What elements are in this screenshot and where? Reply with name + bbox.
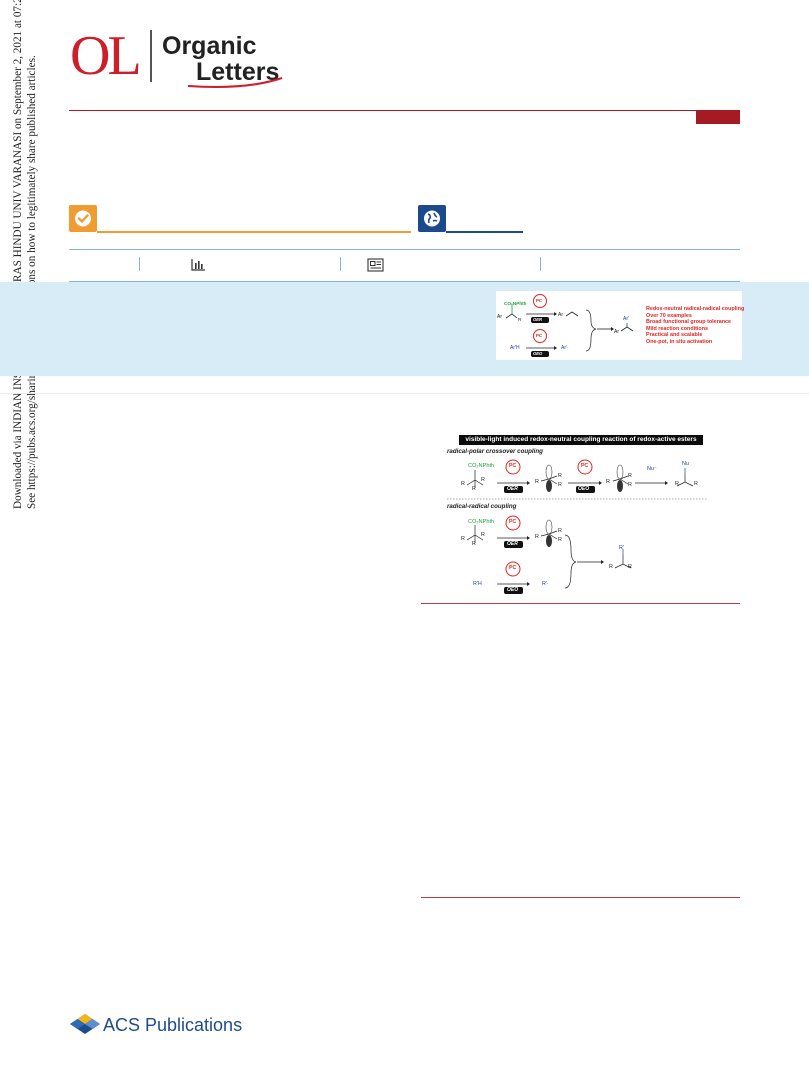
scheme-section-2-label: radical-radical coupling (447, 503, 517, 510)
toc-pc-label: PC (536, 298, 543, 303)
toc-arh-label: Ar'H (510, 345, 520, 351)
toc-pc-label-2: PC (536, 333, 543, 338)
metrics-chart-icon[interactable] (190, 258, 206, 272)
scheme-r-label: R (558, 537, 562, 543)
scheme-oeo-label: OEO (507, 587, 519, 593)
toc-product-ar-prime: Ar' (623, 316, 629, 322)
publisher-name[interactable]: ACS Publications (103, 1015, 243, 1035)
journal-name-line1: Organic (162, 32, 257, 60)
scheme-pc-label: PC (581, 463, 589, 469)
journal-logo-mark: OL (70, 25, 142, 87)
scheme-r-label: R (606, 479, 610, 485)
acs-logo-icon (70, 1014, 100, 1034)
scheme-ester-label: CO₂NPhth (468, 519, 495, 525)
scheme-pc-label: PC (509, 519, 517, 525)
scheme-r-prime-label: R' (619, 545, 624, 551)
scheme-r-label: R (481, 477, 485, 483)
toc-feature: Redox-neutral radical-radical coupling (646, 306, 745, 312)
scheme-r-label: R (675, 481, 679, 487)
scheme-rh-label: R'H (473, 581, 482, 587)
scheme-bottom-rule (421, 603, 740, 604)
scheme-r-label: R (628, 564, 632, 570)
scheme-r-label: R (694, 481, 698, 487)
toc-ar-prime-radical-label: Ar'· (561, 345, 569, 351)
toc-ester-label: CO₂NPhth (504, 301, 527, 306)
scheme-section-1-label: radical-polar crossover coupling (447, 448, 543, 455)
scheme-r-prime-radical-label: R'· (542, 581, 549, 587)
scheme-oer-label: OER (507, 541, 518, 547)
toc-ar-label: Ar (497, 314, 502, 320)
toc-feature: One-pot, in situ activation (646, 338, 713, 345)
toc-scheme-drawing (505, 294, 634, 357)
journal-name-line2: Letters (196, 58, 280, 86)
scheme-oeo-label: OEO (578, 486, 590, 492)
scheme-r-label: R (535, 534, 539, 540)
metrics-bottom-rule (69, 281, 740, 282)
scheme-pc-label: PC (509, 463, 517, 469)
toc-feature: Over 70 examples (646, 312, 692, 319)
scheme-r-label: R (558, 482, 562, 488)
header-rule (69, 110, 740, 111)
toc-ar-radical-label: Ar (558, 312, 563, 318)
scheme-r-label: R (461, 481, 465, 487)
section-divider (0, 393, 809, 394)
scheme-oer-label: OER (507, 486, 518, 492)
scheme-pc-label: PC (509, 565, 517, 571)
scheme-nu-label: Nu (682, 461, 689, 467)
metrics-divider (139, 257, 140, 271)
scheme-title: visible-light induced redox-neutral coup… (459, 435, 703, 445)
article-recommendations-icon[interactable] (367, 258, 384, 272)
toc-oeo-label: OEO (533, 351, 543, 356)
scheme-r-label: R (609, 564, 613, 570)
toc-feature-list: Redox-neutral radical-radical coupling O… (646, 306, 744, 346)
globe-icon (424, 210, 440, 227)
scheme-drawing (447, 459, 707, 594)
check-icon (75, 210, 91, 227)
access-badge[interactable] (69, 205, 97, 232)
toc-product-ar: Ar (614, 329, 619, 335)
metrics-divider (340, 257, 341, 271)
scheme-nu-minus-label: Nu⁻ (647, 466, 657, 472)
scheme-r-label: R (628, 482, 632, 488)
toc-feature: Practical and scalable (646, 332, 703, 339)
scheme-r-label: R (461, 536, 465, 542)
scheme-ester-label: CO₂NPhth (468, 463, 495, 469)
cite-badge[interactable] (418, 205, 446, 232)
metrics-divider (540, 257, 541, 271)
scheme-r-label: R (558, 528, 562, 534)
scheme-r-label: R (472, 486, 476, 492)
journal-logo-swoosh (187, 77, 283, 88)
scheme-r-label: R (472, 541, 476, 547)
toc-feature: Broad functional group tolerance (646, 319, 732, 326)
letter-tab[interactable] (696, 110, 740, 124)
journal-logo-divider (150, 30, 152, 82)
access-badge-rule (97, 231, 411, 233)
scheme-r-label: R (558, 473, 562, 479)
footnote-rule (421, 897, 740, 898)
metrics-top-rule (69, 249, 740, 250)
toc-graphic[interactable]: CO₂NPhth Ar R PC OER Ar PC Ar'H OEO Ar'·… (496, 291, 744, 360)
scheme-r-label: R (628, 473, 632, 479)
toc-feature: Mild reaction conditions (646, 325, 708, 332)
scheme-r-label: R (481, 532, 485, 538)
toc-oer-label: OER (533, 317, 543, 322)
scheme-r-label: R (535, 479, 539, 485)
toc-r-label: R (518, 317, 522, 322)
cite-badge-rule (446, 231, 523, 233)
